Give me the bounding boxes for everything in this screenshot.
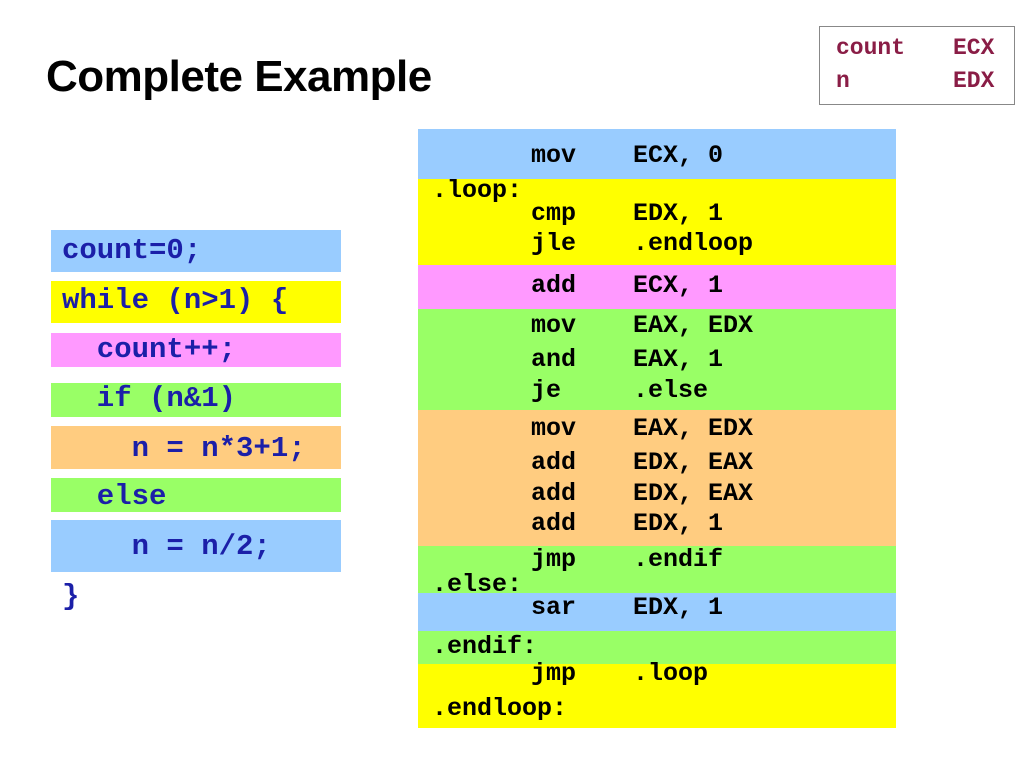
asm-operands: .endif <box>633 545 724 574</box>
asm-opcode: add <box>531 448 577 477</box>
asm-operands: .endloop <box>633 229 754 258</box>
asm-label: .endif: <box>432 632 538 661</box>
c-line: else <box>62 480 167 513</box>
asm-block-loop-back <box>418 664 896 728</box>
asm-block-endif <box>418 631 896 664</box>
asm-operands: EDX, EAX <box>633 448 754 477</box>
legend-reg-ecx: ECX <box>953 35 995 61</box>
asm-operands: EAX, EDX <box>633 311 754 340</box>
asm-opcode: mov <box>531 414 577 443</box>
c-line: count=0; <box>62 234 202 267</box>
asm-opcode: je <box>531 376 562 405</box>
asm-opcode: add <box>531 271 577 300</box>
asm-block-loop-test <box>418 179 896 265</box>
asm-operands: EDX, 1 <box>633 199 724 228</box>
asm-operands: EDX, 1 <box>633 593 724 622</box>
c-line: while (n>1) { <box>62 284 289 317</box>
asm-block-if-test <box>418 309 896 410</box>
asm-opcode: jle <box>531 229 577 258</box>
c-line-box-n-even <box>51 520 341 572</box>
asm-block-jmp-endif <box>418 546 896 593</box>
asm-operands: EAX, 1 <box>633 345 724 374</box>
asm-opcode: and <box>531 345 577 374</box>
asm-operands: EAX, EDX <box>633 414 754 443</box>
c-line: n = n*3+1; <box>62 432 306 465</box>
asm-opcode: add <box>531 509 577 538</box>
asm-opcode: jmp <box>531 659 577 688</box>
c-line-box-while <box>51 281 341 323</box>
asm-opcode: mov <box>531 311 577 340</box>
asm-opcode: mov <box>531 141 577 170</box>
asm-block-init <box>418 129 896 179</box>
legend-var-n: n <box>836 68 850 94</box>
c-line: if (n&1) <box>62 382 237 415</box>
asm-opcode: add <box>531 479 577 508</box>
c-line: } <box>62 580 80 613</box>
asm-label: .loop: <box>432 176 523 205</box>
slide-title: Complete Example <box>46 52 432 101</box>
c-line-box-else <box>51 478 341 512</box>
legend-reg-edx: EDX <box>953 68 995 94</box>
asm-opcode: cmp <box>531 199 577 228</box>
asm-opcode: jmp <box>531 545 577 574</box>
asm-block-count-inc <box>418 265 896 309</box>
c-line-box-count-init <box>51 230 341 272</box>
asm-operands: .else <box>633 376 709 405</box>
asm-label: .endloop: <box>432 694 568 723</box>
c-line-box-n-odd <box>51 426 341 469</box>
asm-operands: EDX, 1 <box>633 509 724 538</box>
asm-block-n-even <box>418 593 896 631</box>
asm-label: .else: <box>432 570 523 599</box>
c-line-box-count-inc <box>51 333 341 367</box>
c-line: n = n/2; <box>62 530 271 563</box>
asm-operands: .loop <box>633 659 709 688</box>
asm-operands: ECX, 0 <box>633 141 724 170</box>
asm-operands: EDX, EAX <box>633 479 754 508</box>
asm-block-n-odd <box>418 410 896 546</box>
asm-opcode: sar <box>531 593 577 622</box>
c-line-box-if <box>51 383 341 417</box>
register-legend: count ECX n EDX <box>819 26 1015 105</box>
legend-var-count: count <box>836 35 906 61</box>
asm-operands: ECX, 1 <box>633 271 724 300</box>
c-line: count++; <box>62 333 237 366</box>
